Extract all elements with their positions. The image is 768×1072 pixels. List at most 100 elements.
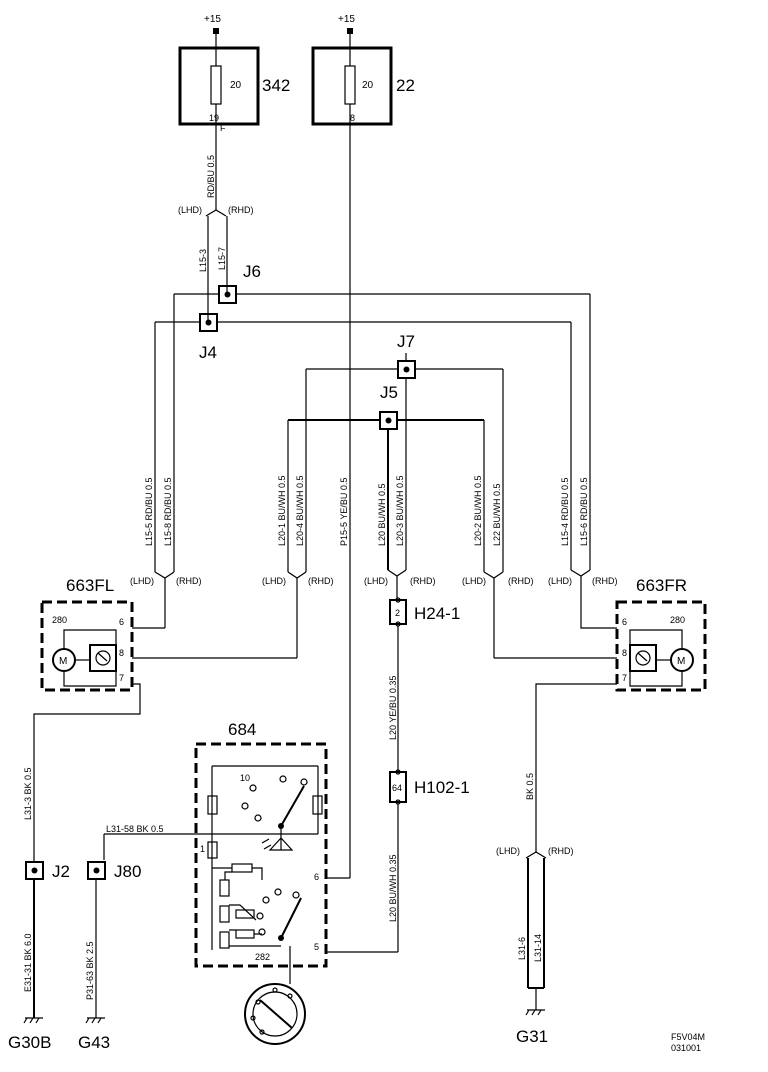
svg-text:64: 64	[392, 783, 402, 793]
sensor-icon-fr	[629, 644, 657, 672]
connector-label-h102-1: H102-1	[414, 778, 470, 797]
component-684: 684 10 1 6	[182, 720, 350, 984]
split-ground-right	[525, 851, 547, 859]
svg-text:280: 280	[52, 615, 67, 625]
component-label-663fr: 663FR	[636, 576, 687, 595]
junction-label-j4: J4	[199, 343, 217, 362]
fuse-id-22: 22	[396, 76, 415, 95]
ground-g30b: G30B	[8, 1017, 51, 1052]
fuse-rating-22: 20	[362, 80, 374, 91]
junction-label-j7: J7	[397, 332, 415, 351]
split-far-right: (LHD) (RHD)	[548, 569, 618, 626]
svg-text:M: M	[677, 656, 685, 667]
wire-label-l15-7: L15-7	[217, 247, 227, 270]
wire-label-l31-6: L31-6	[517, 937, 527, 960]
fuse-342-group: +15 20 342 19 F	[178, 14, 290, 133]
svg-text:282: 282	[255, 952, 270, 962]
rotary-knob-icon	[244, 983, 306, 1045]
svg-text:G43: G43	[78, 1033, 110, 1052]
svg-text:2: 2	[395, 608, 400, 618]
supply-label-right: +15	[338, 14, 355, 25]
diode-icon	[268, 837, 294, 851]
ground-g31: G31	[516, 1009, 548, 1046]
junction-label-j2: J2	[52, 862, 70, 881]
component-label-684: 684	[228, 720, 256, 739]
wire-label-l31-3: L31-3 BK 0.5	[23, 767, 33, 820]
wire-label-l15-8: L15-8 RD/BU 0.5	[163, 477, 173, 546]
rhd-label-top: (RHD)	[228, 205, 254, 215]
fuse-element-342	[210, 65, 222, 105]
svg-text:(RHD): (RHD)	[176, 576, 202, 586]
wire-label-rdbu-main: RD/BU 0.5	[206, 155, 216, 198]
svg-text:G31: G31	[516, 1027, 548, 1046]
svg-text:8: 8	[622, 648, 627, 658]
svg-text:(LHD): (LHD)	[130, 576, 154, 586]
fuse-element-22	[344, 65, 356, 105]
split-center: (LHD) (RHD)	[364, 569, 436, 600]
wire-label-l15-6: L15-6 RD/BU 0.5	[579, 477, 589, 546]
footer-date: 031001	[671, 1043, 701, 1053]
supply-terminal-right	[347, 28, 353, 34]
split-mid: (LHD) (RHD)	[262, 571, 334, 658]
junction-label-j80: J80	[114, 862, 141, 881]
svg-text:(LHD): (LHD)	[548, 576, 572, 586]
svg-text:G30B: G30B	[8, 1033, 51, 1052]
wire-label-l20-1: L20-1 BU/WH 0.5	[277, 475, 287, 546]
svg-text:(LHD): (LHD)	[262, 576, 286, 586]
svg-text:(LHD): (LHD)	[364, 576, 388, 586]
supply-label-left: +15	[204, 14, 221, 25]
svg-text:10: 10	[240, 773, 250, 783]
svg-text:(RHD): (RHD)	[592, 576, 618, 586]
svg-text:(RHD): (RHD)	[410, 576, 436, 586]
svg-text:(LHD): (LHD)	[462, 576, 486, 586]
svg-text:(RHD): (RHD)	[308, 576, 334, 586]
svg-text:280: 280	[670, 615, 685, 625]
wire-label-l31-58: L31-58 BK 0.5	[106, 824, 164, 834]
svg-text:8: 8	[119, 648, 124, 658]
svg-text:7: 7	[622, 673, 627, 683]
wire-label-p15-5: P15-5 YE/BU 0.5	[339, 478, 349, 546]
junction-j5: J5	[379, 383, 398, 430]
component-663fr: 663FR 280 M 6 8 7	[615, 576, 707, 692]
sensor-icon-fl	[89, 644, 117, 672]
junction-label-j5: J5	[380, 383, 398, 402]
wire-label-l20-4: L20-4 BU/WH 0.5	[295, 475, 305, 546]
fuse-box-22	[311, 46, 393, 126]
wire-label-l15-5: L15-5 RD/BU 0.5	[144, 477, 154, 546]
fuse-rating-342: 20	[230, 80, 242, 91]
wire-label-l15-3: L15-3	[198, 249, 208, 272]
junction-label-j6: J6	[243, 262, 261, 281]
svg-text:1: 1	[200, 844, 205, 854]
junction-j80: J80	[87, 861, 141, 881]
svg-text:6: 6	[622, 617, 627, 627]
connector-h102-1: 64 H102-1	[389, 769, 470, 805]
supply-terminal-left	[213, 28, 219, 34]
wire-label-h102: L20 BU/WH 0.35	[388, 854, 398, 922]
component-label-663fl: 663FL	[66, 576, 114, 595]
wire-label-l22: L22 BU/WH 0.5	[492, 483, 502, 546]
junction-j2: J2	[25, 861, 70, 881]
connector-label-h24-1: H24-1	[414, 604, 460, 623]
wire-label-l20: L20 BU/WH 0.5	[377, 483, 387, 546]
junction-j4: J4	[199, 313, 218, 362]
component-663fl: 663FL 280 M 6 8 7	[40, 576, 134, 692]
svg-text:(LHD): (LHD)	[496, 846, 520, 856]
wire-label-l15-4: L15-4 RD/BU 0.5	[560, 477, 570, 546]
wire-label-p31-63: P31-63 BK 2.5	[85, 941, 95, 1000]
svg-text:7: 7	[119, 673, 124, 683]
svg-text:M: M	[59, 656, 67, 667]
footer-code: F5V04M	[671, 1032, 705, 1042]
wire-label-e31-31: E31-31 BK 6.0	[23, 933, 33, 992]
svg-text:5: 5	[314, 942, 319, 952]
fuse-pin-letter-342: F	[220, 123, 226, 133]
wire-label-l20-2: L20-2 BU/WH 0.5	[473, 475, 483, 546]
fuse-id-342: 342	[262, 76, 290, 95]
split-left: (LHD) (RHD)	[130, 571, 202, 628]
wire-label-h24: L20 YE/BU 0.35	[388, 676, 398, 740]
svg-text:(RHD): (RHD)	[548, 846, 574, 856]
fuse-box-342	[178, 46, 260, 126]
wire-label-bk-right: BK 0.5	[525, 773, 535, 800]
wire-label-l31-14: L31-14	[533, 934, 543, 962]
lhd-rhd-split-top	[205, 209, 227, 217]
